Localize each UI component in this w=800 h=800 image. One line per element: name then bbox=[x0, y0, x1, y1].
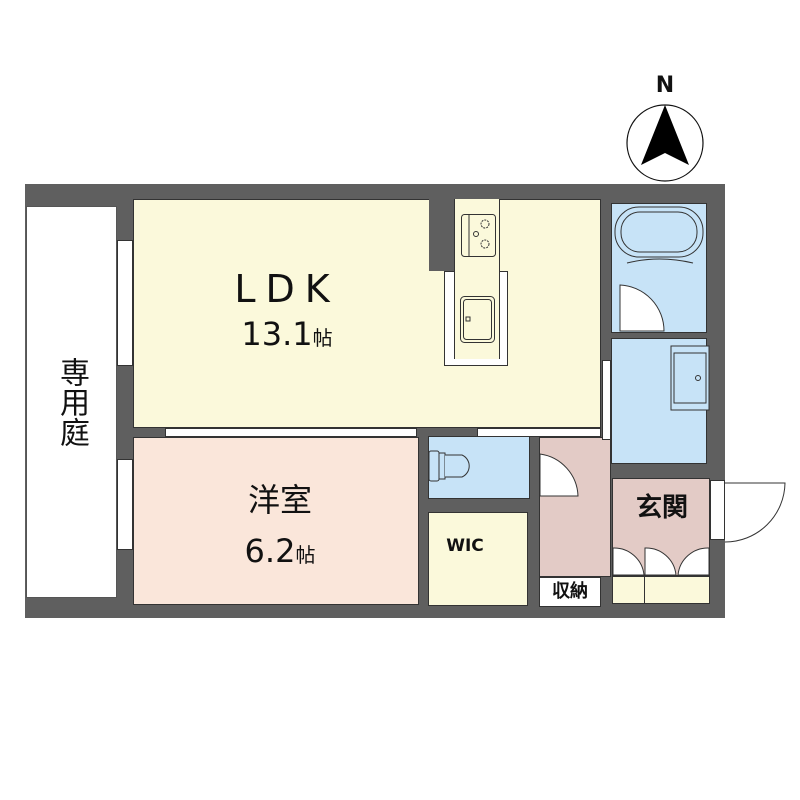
front-door-opening bbox=[710, 480, 725, 540]
window-ldk-garden[interactable] bbox=[117, 240, 133, 366]
entrance-label: 玄関 bbox=[635, 493, 688, 523]
western-size-value: 6.2 bbox=[244, 532, 296, 570]
sliding-door-washroom[interactable] bbox=[602, 360, 611, 440]
north-arrow-icon bbox=[626, 104, 704, 182]
ldk-name: LDK bbox=[234, 267, 340, 311]
toilet-door-swing-icon bbox=[539, 453, 579, 497]
storage bbox=[539, 577, 601, 607]
ldk-size: 13.1帖 bbox=[222, 318, 352, 350]
kitchen-wall-stub bbox=[429, 199, 454, 271]
sliding-door-ldk-western[interactable] bbox=[165, 428, 417, 437]
compass-north-label: N bbox=[655, 73, 675, 98]
western-name: 洋室 bbox=[247, 481, 312, 519]
shoe-cabinet bbox=[612, 576, 710, 604]
sliding-door-ldk-hall[interactable] bbox=[477, 428, 601, 437]
storage-label: 収納 bbox=[552, 581, 588, 602]
garden-label: 専用庭 bbox=[54, 357, 89, 447]
bathroom-door-swing-icon bbox=[619, 284, 665, 332]
shoe-cabinet-divider bbox=[644, 576, 645, 604]
washbasin-icon bbox=[670, 345, 710, 411]
western-size: 6.2帖 bbox=[225, 535, 335, 567]
room-ldk bbox=[133, 199, 601, 428]
compass: N bbox=[625, 75, 705, 185]
room-western bbox=[133, 437, 419, 605]
shoe-cabinet-doors-icon bbox=[612, 547, 710, 576]
front-door-swing-icon[interactable] bbox=[724, 482, 795, 552]
stove-icon bbox=[461, 214, 496, 257]
wic-label: WIC bbox=[446, 536, 484, 556]
ldk-size-value: 13.1 bbox=[241, 315, 313, 353]
ldk-size-unit: 帖 bbox=[312, 326, 333, 350]
toilet-icon bbox=[428, 450, 470, 482]
western-size-unit: 帖 bbox=[295, 543, 316, 567]
room-wic bbox=[428, 512, 528, 606]
sink-icon bbox=[460, 296, 495, 343]
bathtub-icon bbox=[614, 206, 704, 264]
private-garden: 専用庭 bbox=[26, 206, 117, 598]
window-western-garden[interactable] bbox=[117, 459, 133, 550]
